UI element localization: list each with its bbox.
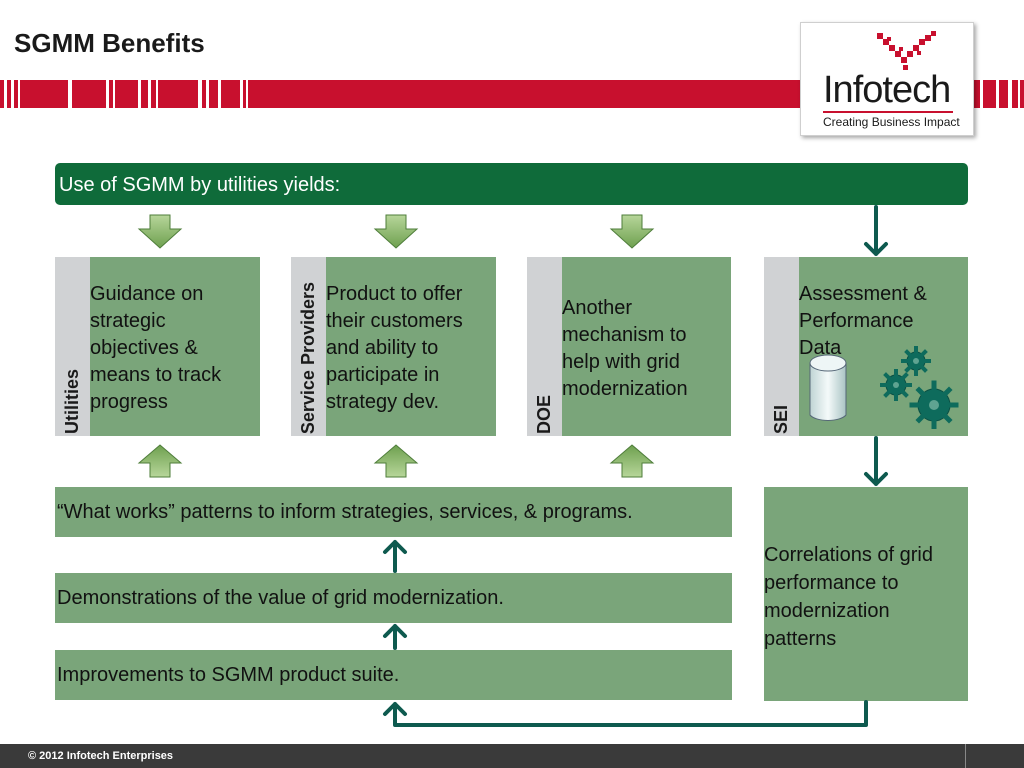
gears-icon — [880, 346, 959, 429]
card-utilities: Utilities Guidance on strategic objectiv… — [55, 257, 260, 436]
up-arrow-icon — [137, 444, 183, 478]
logo-underline — [823, 111, 953, 113]
what-works-row: “What works” patterns to inform strategi… — [55, 487, 732, 537]
connector-arrow — [383, 624, 407, 650]
card-text: Product to offer their customers and abi… — [326, 283, 463, 413]
logo-tagline: Creating Business Impact — [823, 115, 960, 129]
improvements-row: Improvements to SGMM product suite. — [55, 650, 732, 700]
logo-wordmark: Infotech — [823, 69, 951, 111]
card-side-label-box: SEI — [764, 257, 799, 436]
database-icon — [809, 354, 847, 421]
down-arrow-icon — [137, 214, 183, 249]
infotech-logo: Infotech Creating Business Impact — [800, 22, 974, 136]
connector-arrow — [383, 540, 407, 573]
card-side-label-box: DOE — [527, 257, 562, 436]
card-text: Assessment & Performance Data — [799, 283, 927, 359]
card-side-label-box: Utilities — [55, 257, 90, 436]
card-text: Another mechanism to help with grid mode… — [562, 297, 688, 400]
footer-bar: © 2012 Infotech Enterprises — [0, 744, 1024, 768]
connector-arrow — [864, 436, 888, 486]
checkmark-logo-icon — [877, 31, 936, 70]
card-service-providers: Service Providers Product to offer their… — [291, 257, 496, 436]
up-arrow-icon — [609, 444, 655, 478]
feedback-loop-arrow — [383, 700, 868, 727]
up-arrow-icon — [373, 444, 419, 478]
card-doe: DOE Another mechanism to help with grid … — [527, 257, 731, 436]
copyright-text: © 2012 Infotech Enterprises — [28, 750, 174, 762]
footer-divider — [965, 744, 966, 768]
down-arrow-icon — [609, 214, 655, 249]
page-title: SGMM Benefits — [14, 28, 205, 58]
correlations-box: Correlations of grid performance to mode… — [764, 487, 968, 701]
card-sei: SEI Assessment & Performance Data — [764, 257, 968, 436]
card-side-label-box: Service Providers — [291, 257, 326, 436]
yields-header-bar: Use of SGMM by utilities yields: — [55, 163, 968, 205]
demonstrations-row: Demonstrations of the value of grid mode… — [55, 573, 732, 623]
connector-arrow — [864, 205, 888, 256]
down-arrow-icon — [373, 214, 419, 249]
card-text: Guidance on strategic objectives & means… — [90, 283, 222, 413]
